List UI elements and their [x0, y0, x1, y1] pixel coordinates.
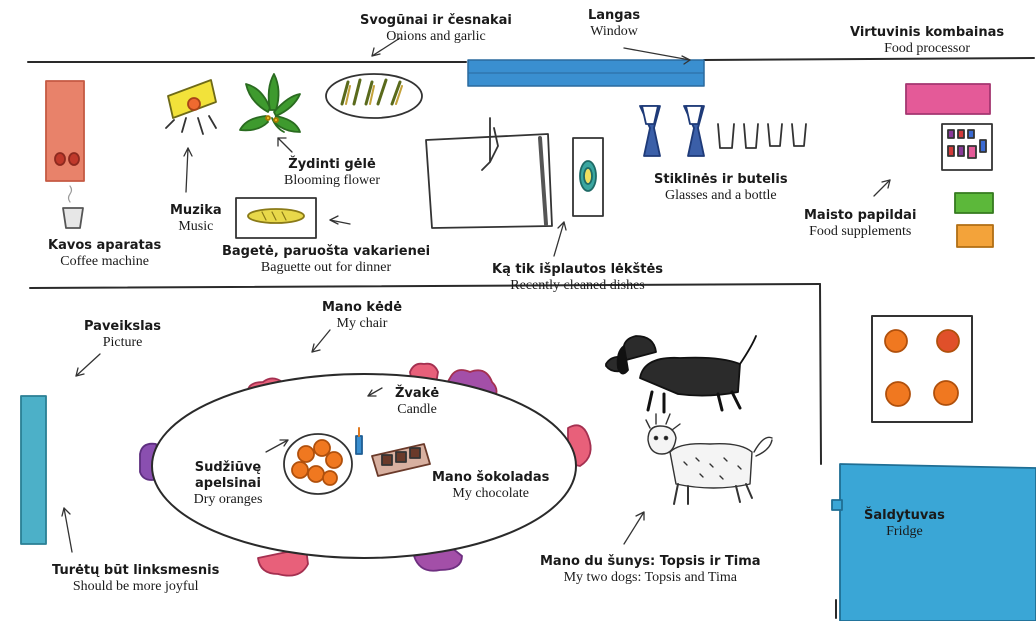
food-supplements-drawing: [942, 124, 993, 247]
label-onions-garlic: Svogūnai ir česnakai Onions and garlic: [360, 13, 512, 45]
label-lt: Šaldytuvas: [864, 508, 945, 524]
label-en: Glasses and a bottle: [654, 188, 788, 204]
coffee-machine-drawing: [46, 81, 84, 228]
label-candle: Žvakė Candle: [395, 386, 439, 418]
label-en: My two dogs: Topsis and Tima: [540, 570, 761, 586]
sink-drawing: [426, 118, 552, 228]
label-en: Picture: [84, 335, 161, 351]
label-en: Coffee machine: [48, 254, 161, 270]
label-food-processor: Virtuvinis kombainas Food processor: [850, 25, 1004, 57]
fridge-drawing: [832, 464, 1036, 621]
glasses-bottle-drawing: [640, 106, 806, 156]
label-should-be-more-joyful: Turėtų būt linksmesnis Should be more jo…: [52, 563, 219, 595]
baguette-drawing: [236, 198, 316, 238]
label-en: Baguette out for dinner: [222, 260, 430, 276]
label-lt: Sudžiūvę apelsinai: [188, 460, 268, 492]
label-lt: Virtuvinis kombainas: [850, 25, 1004, 41]
label-coffee-machine: Kavos aparatas Coffee machine: [48, 238, 161, 270]
label-en: Food processor: [850, 41, 1004, 57]
label-lt: Langas: [588, 8, 640, 24]
label-lt: Mano kėdė: [322, 300, 402, 316]
label-en: Window: [588, 24, 640, 40]
label-dry-oranges: Sudžiūvę apelsinai Dry oranges: [188, 460, 268, 508]
label-en: Onions and garlic: [360, 29, 512, 45]
label-lt: Paveikslas: [84, 319, 161, 335]
label-lt: Maisto papildai: [804, 208, 916, 224]
label-en: My chair: [322, 316, 402, 332]
picture-drawing: [21, 396, 46, 544]
label-lt: Turėtų būt linksmesnis: [52, 563, 219, 579]
label-lt: Ką tik išplautos lėkštės: [492, 262, 663, 278]
label-en: Food supplements: [804, 224, 916, 240]
blooming-flower-drawing: [240, 74, 300, 132]
dog-topsis-drawing: [606, 336, 756, 412]
label-lt: Mano du šunys: Topsis ir Tima: [540, 554, 761, 570]
dry-oranges-drawing: [284, 434, 352, 494]
food-processor-drawing: [906, 84, 990, 114]
label-en: Fridge: [864, 524, 945, 540]
label-lt: Žvakė: [395, 386, 439, 402]
label-blooming-flower: Žydinti gėlė Blooming flower: [284, 157, 380, 189]
label-lt: Žydinti gėlė: [284, 157, 380, 173]
label-lt: Stiklinės ir butelis: [654, 172, 788, 188]
label-my-chair: Mano kėdė My chair: [322, 300, 402, 332]
label-en: Should be more joyful: [52, 579, 219, 595]
label-lt: Kavos aparatas: [48, 238, 161, 254]
label-dishes: Ką tik išplautos lėkštės Recently cleane…: [492, 262, 663, 294]
dishes-drawing: [573, 138, 603, 216]
window: [468, 60, 704, 86]
label-en: Recently cleaned dishes: [492, 278, 663, 294]
label-en: Blooming flower: [284, 173, 380, 189]
label-baguette: Bagetė, paruošta vakarienei Baguette out…: [222, 244, 430, 276]
label-my-chocolate: Mano šokoladas My chocolate: [432, 470, 549, 502]
label-glasses-bottle: Stiklinės ir butelis Glasses and a bottl…: [654, 172, 788, 204]
label-lt: Svogūnai ir česnakai: [360, 13, 512, 29]
onions-garlic-drawing: [326, 74, 422, 118]
label-food-supplements: Maisto papildai Food supplements: [804, 208, 916, 240]
label-en: Music: [170, 219, 222, 235]
label-two-dogs: Mano du šunys: Topsis ir Tima My two dog…: [540, 554, 761, 586]
label-lt: Mano šokoladas: [432, 470, 549, 486]
dog-tima-drawing: [646, 414, 772, 504]
label-window: Langas Window: [588, 8, 640, 40]
label-music: Muzika Music: [170, 203, 222, 235]
label-en: Dry oranges: [188, 492, 268, 508]
label-lt: Bagetė, paruošta vakarienei: [222, 244, 430, 260]
music-drawing: [166, 80, 216, 134]
label-en: My chocolate: [432, 486, 549, 502]
label-fridge: Šaldytuvas Fridge: [864, 508, 945, 540]
label-en: Candle: [395, 402, 439, 418]
label-lt: Muzika: [170, 203, 222, 219]
label-picture: Paveikslas Picture: [84, 319, 161, 351]
stove-drawing: [872, 316, 972, 422]
